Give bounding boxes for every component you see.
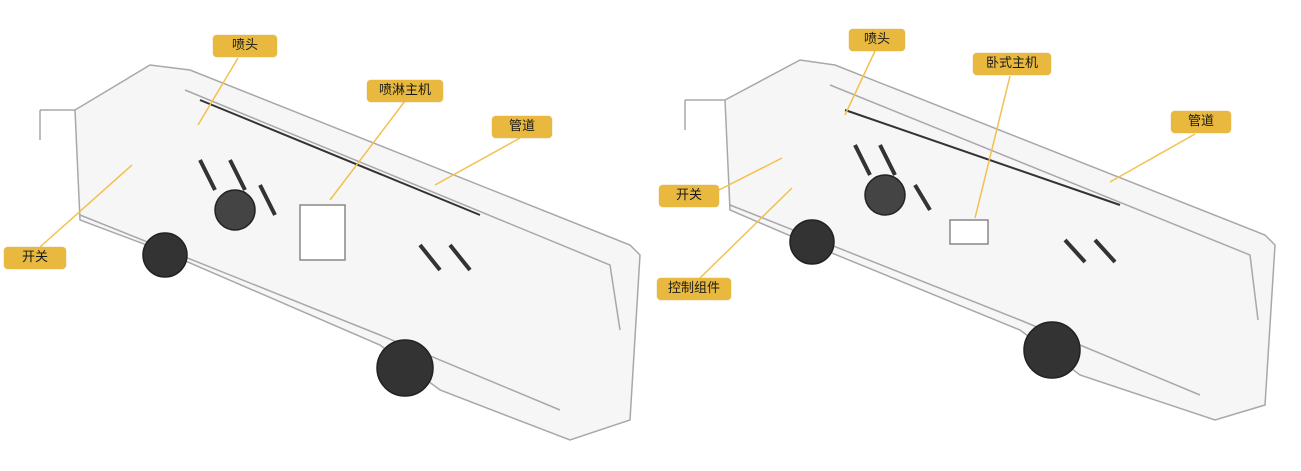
right-pipe-label: 管道 [1171,111,1231,133]
right-bus-drawing [684,59,1276,421]
right-switch-label: 开关 [659,185,719,207]
left-pipe-label: 管道 [492,116,552,138]
left-bus-drawing [39,64,641,441]
left-sprinkler-host-label: 喷淋主机 [367,80,443,102]
right-nozzle-label: 喷头 [849,29,905,51]
right-horizontal-host-label: 卧式主机 [973,53,1051,75]
right-control-label: 控制组件 [657,278,731,300]
left-nozzle-label: 喷头 [213,35,277,57]
left-switch-label: 开关 [4,247,66,269]
leader-lines [39,50,1196,279]
